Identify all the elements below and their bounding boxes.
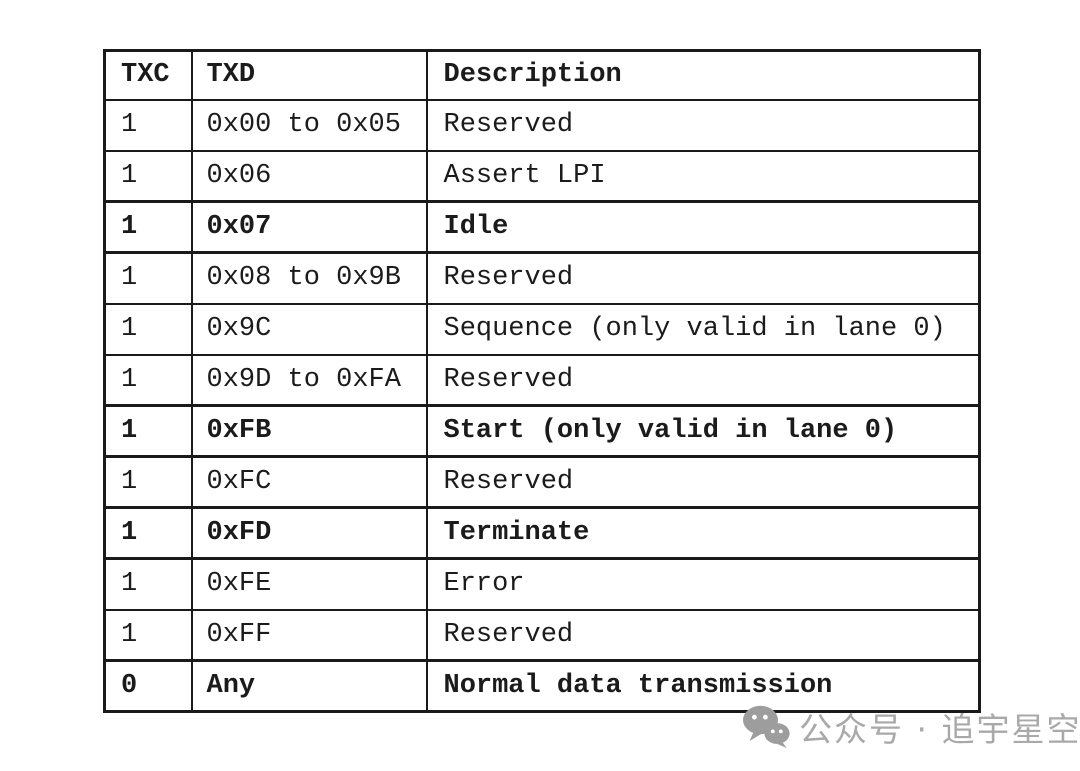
header-row: TXC TXD Description [103,49,981,101]
txd-cell: 0xFB [190,404,428,458]
txc-cell: 1 [103,557,193,611]
description-cell: Normal data transmission [425,659,981,713]
table-row: 1 0xFB Start (only valid in lane 0) [103,404,981,458]
description-cell: Reserved [425,98,981,152]
txc-cell: 1 [103,302,193,356]
table-row: 1 0x08 to 0x9B Reserved [103,251,981,305]
txc-cell: 0 [103,659,193,713]
table-row: 1 0xFE Error [103,557,981,611]
header-txc: TXC [103,49,193,101]
txd-cell: 0xFF [190,608,428,662]
txc-cell: 1 [103,608,193,662]
txc-cell: 1 [103,200,193,254]
description-cell: Start (only valid in lane 0) [425,404,981,458]
header-description: Description [425,49,981,101]
description-cell: Reserved [425,251,981,305]
table-row: 1 0x06 Assert LPI [103,149,981,203]
txd-cell: Any [190,659,428,713]
table-row: 1 0xFF Reserved [103,608,981,662]
txc-cell: 1 [103,149,193,203]
txd-cell: 0xFC [190,455,428,509]
txd-cell: 0x06 [190,149,428,203]
description-cell: Terminate [425,506,981,560]
txd-cell: 0x07 [190,200,428,254]
txd-cell: 0x9C [190,302,428,356]
table-row: 1 0x07 Idle [103,200,981,254]
description-cell: Reserved [425,455,981,509]
description-cell: Reserved [425,353,981,407]
txd-cell: 0xFD [190,506,428,560]
txc-cell: 1 [103,506,193,560]
description-cell: Error [425,557,981,611]
control-code-table: TXC TXD Description 1 0x00 to 0x05 Reser… [103,49,981,713]
description-cell: Idle [425,200,981,254]
txc-cell: 1 [103,455,193,509]
header-txd: TXD [190,49,428,101]
txc-cell: 1 [103,98,193,152]
wechat-icon [742,705,790,749]
table-row: 1 0x00 to 0x05 Reserved [103,98,981,152]
txd-cell: 0x00 to 0x05 [190,98,428,152]
txd-cell: 0xFE [190,557,428,611]
txc-cell: 1 [103,251,193,305]
description-cell: Sequence (only valid in lane 0) [425,302,981,356]
description-cell: Assert LPI [425,149,981,203]
table-header: TXC TXD Description [103,49,981,101]
description-cell: Reserved [425,608,981,662]
txd-cell: 0x08 to 0x9B [190,251,428,305]
table-body: 1 0x00 to 0x05 Reserved 1 0x06 Assert LP… [103,98,981,713]
txc-cell: 1 [103,404,193,458]
watermark-text: 公众号 · 追宇星空 [799,710,1080,749]
table-row: 1 0xFD Terminate [103,506,981,560]
txd-cell: 0x9D to 0xFA [190,353,428,407]
table-row: 1 0x9C Sequence (only valid in lane 0) [103,302,981,356]
watermark: 公众号 · 追宇星空 [742,704,1080,750]
table-row: 1 0xFC Reserved [103,455,981,509]
table-row: 0 Any Normal data transmission [103,659,981,713]
table-row: 1 0x9D to 0xFA Reserved [103,353,981,407]
txc-cell: 1 [103,353,193,407]
